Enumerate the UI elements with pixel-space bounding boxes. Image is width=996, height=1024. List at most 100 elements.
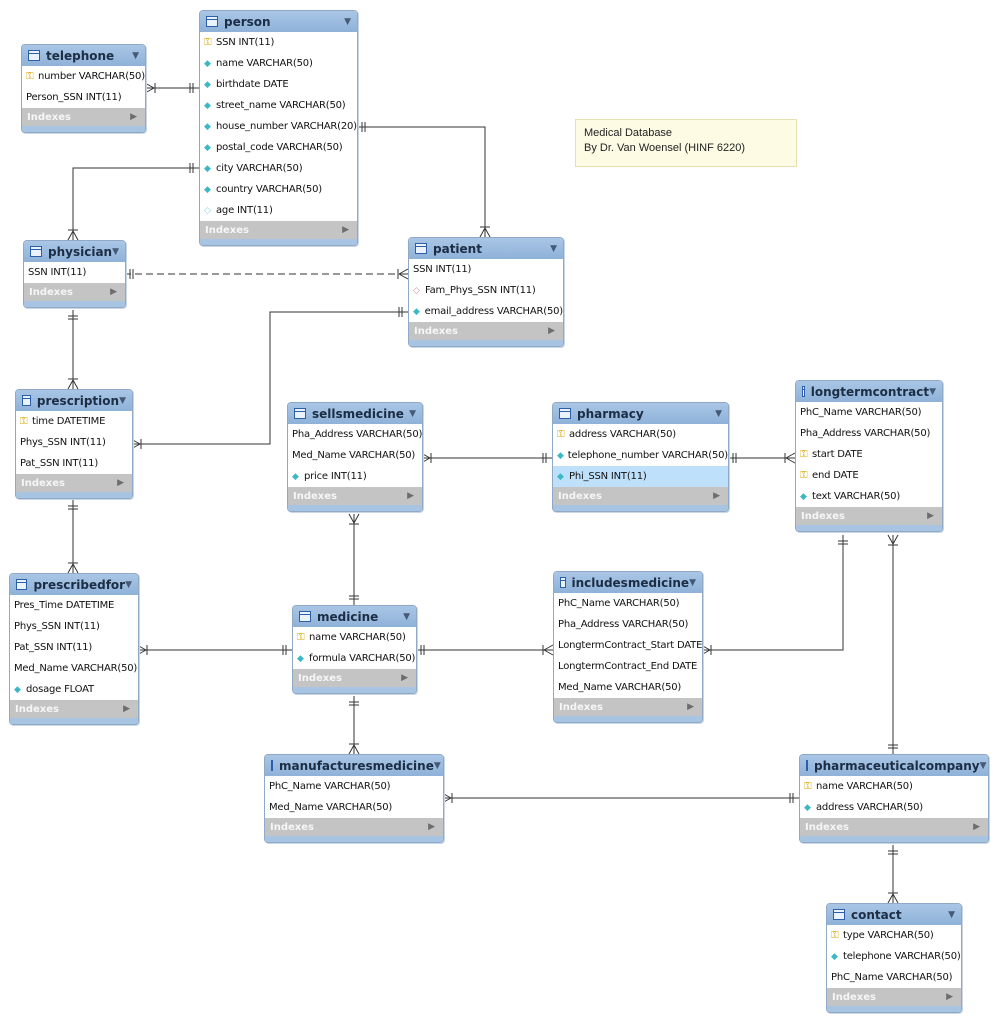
column-row[interactable]: ⚿name VARCHAR(50) [293, 627, 416, 648]
indexes-section[interactable]: Indexes▶ [24, 283, 125, 301]
relationship-pharmacy-longtermcontract[interactable] [727, 452, 796, 464]
column-row[interactable]: PhC_Name VARCHAR(50) [827, 967, 961, 988]
table-person[interactable]: person▼⚿SSN INT(11)◆name VARCHAR(50)◆bir… [199, 10, 358, 246]
column-row[interactable]: ◆text VARCHAR(50) [796, 486, 942, 507]
relationship-prescribedfor-medicine[interactable] [136, 644, 292, 656]
column-row[interactable]: Phys_SSN INT(11) [10, 616, 138, 637]
collapse-arrow-icon[interactable]: ▼ [119, 395, 126, 406]
column-row[interactable]: ⚿time DATETIME [16, 411, 132, 432]
table-header[interactable]: physician▼ [24, 241, 125, 262]
relationship-sellsmedicine-pharmacy[interactable] [420, 452, 552, 464]
column-row[interactable]: Pha_Address VARCHAR(50) [288, 424, 422, 445]
column-row[interactable]: ◆email_address VARCHAR(50) [409, 301, 563, 322]
column-row[interactable]: ◆price INT(11) [288, 466, 422, 487]
table-header[interactable]: pharmaceuticalcompany▼ [800, 755, 988, 776]
table-pharmacy[interactable]: pharmacy▼⚿address VARCHAR(50)◆telephone_… [552, 402, 729, 512]
column-row[interactable]: Pres_Time DATETIME [10, 595, 138, 616]
column-row[interactable]: ◆birthdate DATE [200, 74, 357, 95]
table-header[interactable]: includesmedicine▼ [554, 572, 702, 593]
indexes-section[interactable]: Indexes▶ [409, 322, 563, 340]
table-header[interactable]: medicine▼ [293, 606, 416, 627]
column-row[interactable]: ◇Fam_Phys_SSN INT(11) [409, 280, 563, 301]
expand-arrow-icon[interactable]: ▶ [407, 491, 414, 501]
relationship-telephone-person[interactable] [144, 82, 199, 94]
relationship-sellsmedicine-medicine[interactable] [348, 513, 360, 605]
column-row[interactable]: ◆house_number VARCHAR(20) [200, 116, 357, 137]
expand-arrow-icon[interactable]: ▶ [428, 822, 435, 832]
collapse-arrow-icon[interactable]: ▼ [433, 760, 441, 771]
table-header[interactable]: contact▼ [827, 904, 961, 925]
column-row[interactable]: ◆dosage FLOAT [10, 679, 138, 700]
column-row[interactable]: ◆country VARCHAR(50) [200, 179, 357, 200]
column-row[interactable]: ◆street_name VARCHAR(50) [200, 95, 357, 116]
relationship-prescription-prescribedfor[interactable] [67, 500, 79, 574]
column-row[interactable]: Med_Name VARCHAR(50) [10, 658, 138, 679]
expand-arrow-icon[interactable]: ▶ [548, 326, 555, 336]
table-includesmedicine[interactable]: includesmedicine▼PhC_Name VARCHAR(50)Pha… [553, 571, 703, 723]
column-row[interactable]: ◆telephone VARCHAR(50) [827, 946, 961, 967]
diagram-note[interactable]: Medical Database By Dr. Van Woensel (HIN… [575, 119, 797, 167]
expand-arrow-icon[interactable]: ▶ [117, 478, 124, 488]
indexes-section[interactable]: Indexes▶ [800, 818, 988, 836]
column-row[interactable]: SSN INT(11) [24, 262, 125, 283]
table-header[interactable]: prescribedfor▼ [10, 574, 138, 595]
indexes-section[interactable]: Indexes▶ [200, 221, 357, 239]
relationship-manufacturesmedicine-pharmaceuticalcompany[interactable] [441, 792, 799, 804]
expand-arrow-icon[interactable]: ▶ [973, 822, 980, 832]
collapse-arrow-icon[interactable]: ▼ [689, 577, 696, 588]
table-header[interactable]: pharmacy▼ [553, 403, 728, 424]
column-row[interactable]: ⚿number VARCHAR(50) [22, 66, 145, 87]
column-row[interactable]: ◆formula VARCHAR(50) [293, 648, 416, 669]
relationship-person-physician[interactable] [67, 163, 199, 241]
collapse-arrow-icon[interactable]: ▼ [409, 408, 416, 419]
expand-arrow-icon[interactable]: ▶ [927, 511, 934, 521]
indexes-section[interactable]: Indexes▶ [265, 818, 443, 836]
expand-arrow-icon[interactable]: ▶ [130, 112, 137, 122]
table-header[interactable]: sellsmedicine▼ [288, 403, 422, 424]
table-manufacturesmedicine[interactable]: manufacturesmedicine▼PhC_Name VARCHAR(50… [264, 754, 444, 843]
column-row[interactable]: ◇age INT(11) [200, 200, 357, 221]
indexes-section[interactable]: Indexes▶ [554, 698, 702, 716]
column-row[interactable]: Pat_SSN INT(11) [10, 637, 138, 658]
indexes-section[interactable]: Indexes▶ [22, 108, 145, 126]
relationship-medicine-includesmedicine[interactable] [415, 644, 554, 656]
table-header[interactable]: patient▼ [409, 238, 563, 259]
collapse-arrow-icon[interactable]: ▼ [125, 579, 132, 590]
collapse-arrow-icon[interactable]: ▼ [979, 760, 987, 771]
collapse-arrow-icon[interactable]: ▼ [550, 243, 557, 254]
column-row[interactable]: PhC_Name VARCHAR(50) [554, 593, 702, 614]
collapse-arrow-icon[interactable]: ▼ [715, 408, 722, 419]
relationship-medicine-manufacturesmedicine[interactable] [348, 696, 360, 755]
table-patient[interactable]: patient▼SSN INT(11)◇Fam_Phys_SSN INT(11)… [408, 237, 564, 347]
table-header[interactable]: prescription▼ [16, 390, 132, 411]
column-row[interactable]: Pha_Address VARCHAR(50) [796, 423, 942, 444]
column-row[interactable]: Med_Name VARCHAR(50) [554, 677, 702, 698]
expand-arrow-icon[interactable]: ▶ [713, 491, 720, 501]
table-contact[interactable]: contact▼⚿type VARCHAR(50)◆telephone VARC… [826, 903, 962, 1013]
column-row[interactable]: Pha_Address VARCHAR(50) [554, 614, 702, 635]
expand-arrow-icon[interactable]: ▶ [123, 704, 130, 714]
column-row[interactable]: ◆city VARCHAR(50) [200, 158, 357, 179]
column-row[interactable]: PhC_Name VARCHAR(50) [796, 402, 942, 423]
table-sellsmedicine[interactable]: sellsmedicine▼Pha_Address VARCHAR(50)Med… [287, 402, 423, 512]
relationship-pharmaceuticalcompany-contact[interactable] [887, 845, 899, 904]
relationship-includesmedicine-longtermcontract[interactable] [700, 535, 848, 656]
table-header[interactable]: telephone▼ [22, 45, 145, 66]
collapse-arrow-icon[interactable]: ▼ [948, 909, 955, 920]
collapse-arrow-icon[interactable]: ▼ [929, 386, 936, 397]
table-header[interactable]: longtermcontract▼ [796, 381, 942, 402]
relationship-physician-prescription[interactable] [67, 310, 79, 390]
indexes-section[interactable]: Indexes▶ [10, 700, 138, 718]
column-row[interactable]: Med_Name VARCHAR(50) [288, 445, 422, 466]
indexes-section[interactable]: Indexes▶ [827, 988, 961, 1006]
column-row[interactable]: ⚿end DATE [796, 465, 942, 486]
collapse-arrow-icon[interactable]: ▼ [112, 246, 119, 257]
table-physician[interactable]: physician▼SSN INT(11)Indexes▶ [23, 240, 126, 308]
indexes-section[interactable]: Indexes▶ [796, 507, 942, 525]
relationship-longtermcontract-pharmaceuticalcompany[interactable] [887, 534, 899, 754]
indexes-section[interactable]: Indexes▶ [553, 487, 728, 505]
table-header[interactable]: person▼ [200, 11, 357, 32]
indexes-section[interactable]: Indexes▶ [288, 487, 422, 505]
